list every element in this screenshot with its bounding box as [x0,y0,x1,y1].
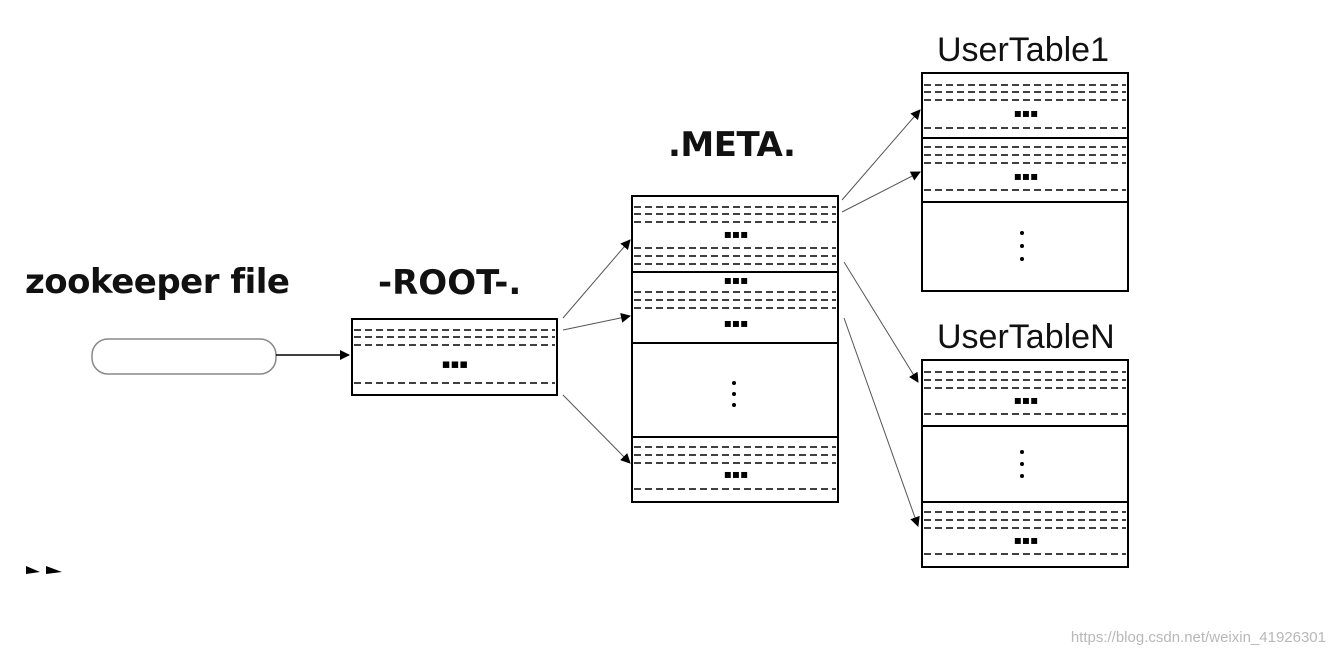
usertable1: ▪▪▪ ▪▪▪ [921,72,1129,292]
svg-text:▪▪▪: ▪▪▪ [724,467,748,481]
svg-text:▪▪▪: ▪▪▪ [724,273,748,287]
zookeeper-file-label: zookeeper file [25,262,290,302]
usertablen: ▪▪▪ ▪▪▪ [921,359,1129,568]
svg-text:▪▪▪: ▪▪▪ [724,316,748,330]
meta-table: ▪▪▪ ▪▪▪ ▪▪▪ ▪▪▪ [631,195,839,503]
root-to-meta-arrows [562,239,631,464]
usertablen-label: UserTableN [937,318,1115,356]
zookeeper-file-pill [91,338,277,375]
svg-text:▪▪▪: ▪▪▪ [1014,533,1038,547]
svg-text:▪▪▪: ▪▪▪ [1014,393,1038,407]
svg-text:▪▪▪: ▪▪▪ [442,357,468,372]
root-table: ▪▪▪ [351,318,558,396]
svg-text:▪▪▪: ▪▪▪ [1014,106,1038,120]
meta-table-label: .META. [668,125,796,165]
root-table-label: -ROOT-. [378,263,522,303]
meta-to-usertable-arrows [841,109,921,527]
svg-text:▪▪▪: ▪▪▪ [1014,169,1038,183]
watermark-text: https://blog.csdn.net/weixin_41926301 [1070,629,1326,646]
corner-marks [26,566,62,574]
svg-text:▪▪▪: ▪▪▪ [724,227,748,241]
usertable1-label: UserTable1 [937,31,1109,69]
